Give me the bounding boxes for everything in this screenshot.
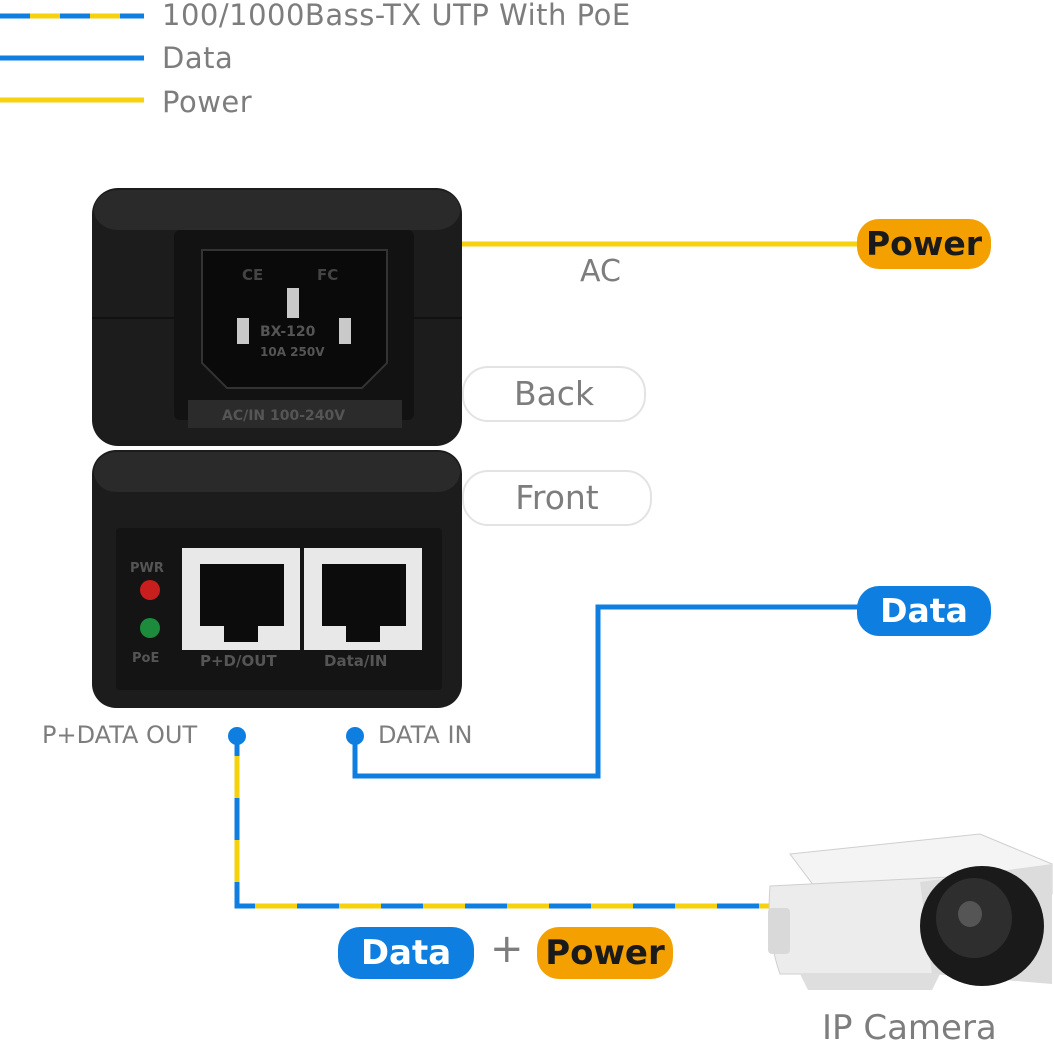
port-in-label: Data/IN	[324, 652, 387, 670]
led-pwr-label: PWR	[130, 561, 164, 576]
socket-text-fc: FC	[317, 266, 338, 284]
socket-text-model: BX-120	[260, 324, 316, 340]
ip-camera-label: IP Camera	[822, 1008, 997, 1048]
port-out-label: P+D/OUT	[200, 652, 277, 670]
bottom-power-tag: Power	[537, 927, 673, 979]
poe-injector-back: CE FC BX-120 10A 250V AC/IN 100-240V	[92, 188, 462, 446]
back-tag: Back	[462, 366, 646, 422]
legend-item-power: Power	[162, 85, 253, 119]
legend-item-poe: 100/1000Bass-TX UTP With PoE	[162, 0, 631, 32]
legend-item-data: Data	[162, 41, 234, 75]
socket-text-rating: 10A 250V	[260, 345, 325, 359]
data-tag: Data	[857, 586, 991, 636]
led-poe-label: PoE	[132, 651, 159, 666]
poe-injector-front: PWR PoE P+D/OUT Data/IN	[92, 450, 462, 708]
socket-text-input: AC/IN 100-240V	[222, 408, 345, 424]
bottom-data-tag: Data	[338, 927, 474, 979]
data-in-label: DATA IN	[378, 721, 473, 749]
legend-lines	[0, 13, 144, 103]
p-data-out-label: P+DATA OUT	[42, 721, 198, 749]
ac-label: AC	[580, 254, 621, 289]
ip-camera-image	[768, 833, 1053, 990]
socket-text-ce: CE	[242, 266, 263, 284]
front-tag: Front	[462, 470, 652, 526]
plus-sign: +	[490, 926, 524, 972]
power-tag: Power	[857, 219, 991, 269]
